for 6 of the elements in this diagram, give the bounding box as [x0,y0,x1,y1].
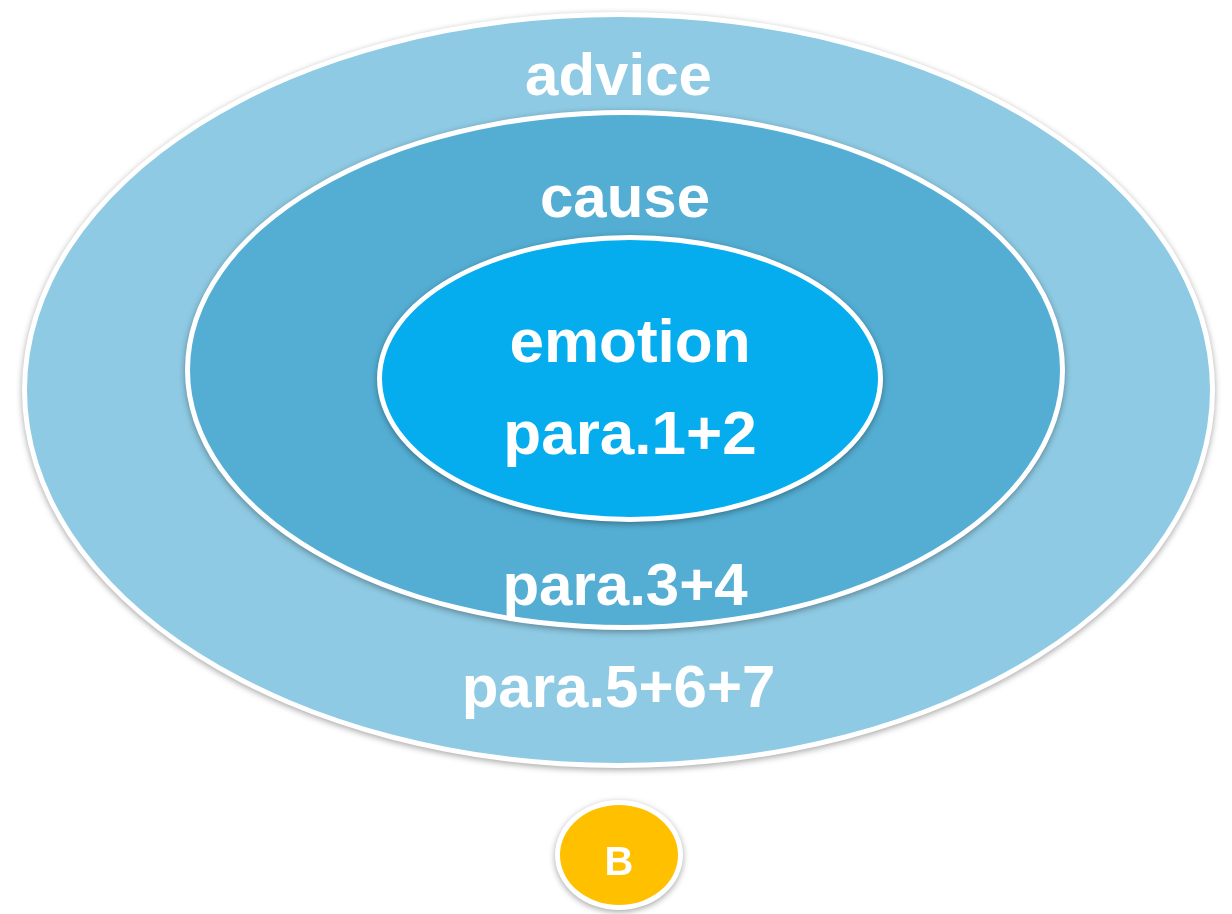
heading-label: advice [525,45,712,105]
letter-label: B [604,841,634,881]
paragraph-label: para.5+6+7 [461,657,776,717]
heading-label: cause [539,167,711,227]
paragraph-label: para.3+4 [502,555,748,615]
heading-label: emotion [509,310,751,372]
